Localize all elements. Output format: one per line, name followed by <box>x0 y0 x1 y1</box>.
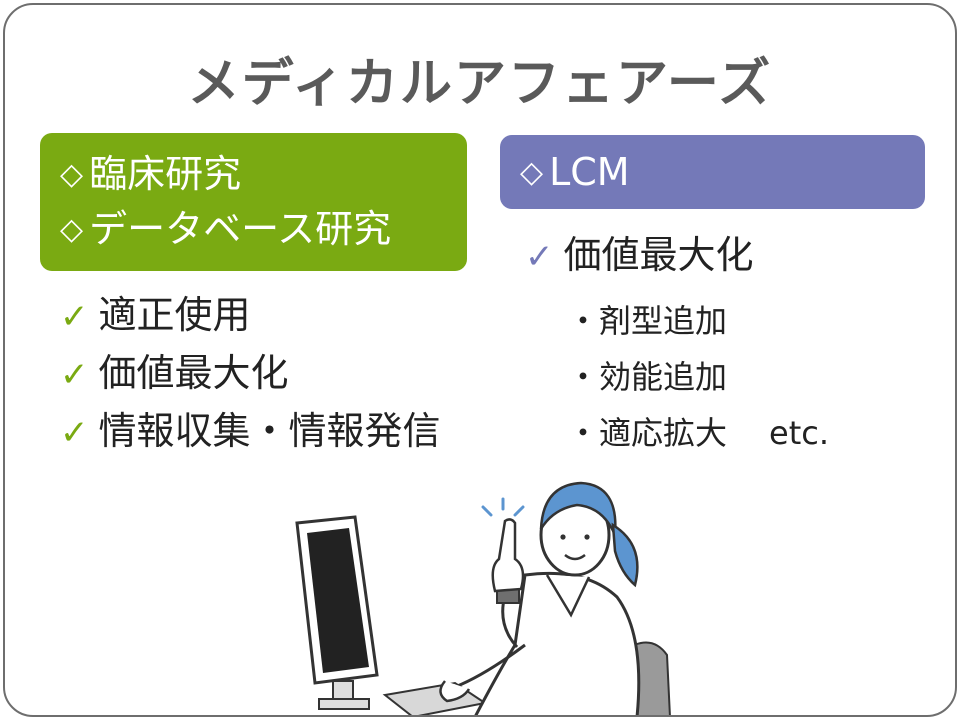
research-item: ◇データベース研究 <box>60 202 467 257</box>
list-item: ✓適正使用 <box>60 293 251 337</box>
check-icon: ✓ <box>60 297 89 337</box>
list-item: ・剤型追加 <box>567 302 728 340</box>
lcm-box: ◇LCM <box>500 135 925 209</box>
check-icon: ✓ <box>525 237 554 277</box>
page-title: メディカルアフェアーズ <box>187 54 773 114</box>
list-item: ✓価値最大化 <box>60 351 289 395</box>
research-box: ◇臨床研究 ◇データベース研究 <box>40 133 467 271</box>
bullet-dot: ・ <box>567 358 600 396</box>
check-icon: ✓ <box>60 413 89 453</box>
card-frame: メディカルアフェアーズ ◇臨床研究 ◇データベース研究 ◇LCM ✓適正使用 ✓… <box>3 3 957 717</box>
bullet-dot: ・ <box>567 302 600 340</box>
monitor-icon <box>295 515 379 710</box>
left-checklist: ✓適正使用 ✓価値最大化 ✓情報収集・情報発信 <box>60 287 441 461</box>
diamond-icon: ◇ <box>60 157 84 192</box>
list-item: ✓情報収集・情報発信 <box>60 409 441 453</box>
woman-figure <box>439 481 641 715</box>
diamond-icon: ◇ <box>60 212 84 247</box>
check-icon: ✓ <box>60 355 89 395</box>
research-item: ◇臨床研究 <box>60 147 467 202</box>
list-item: ・効能追加 <box>567 358 728 396</box>
bullet-dot: ・ <box>567 414 600 452</box>
keyboard-icon <box>382 681 488 715</box>
diamond-icon: ◇ <box>520 155 544 190</box>
woman-at-computer-illustration <box>295 481 671 715</box>
right-checklist: ✓価値最大化 <box>525 233 754 277</box>
